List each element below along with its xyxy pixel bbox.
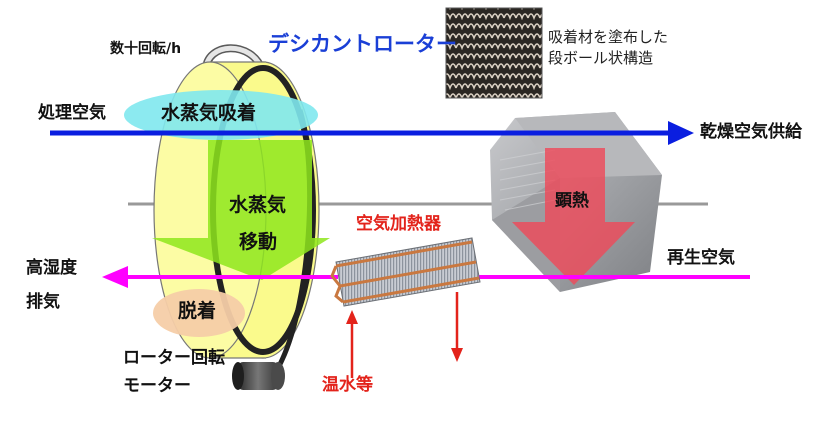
heater-coil-icon xyxy=(330,237,481,307)
vapor-move-label-1: 水蒸気 xyxy=(229,194,287,216)
hot-water-label: 温水等 xyxy=(322,375,373,395)
motor-icon xyxy=(232,362,285,390)
rotor-motor-label-2: モーター xyxy=(123,376,191,396)
desorption-zone xyxy=(153,289,245,337)
dry-air-supply-label: 乾燥空気供給 xyxy=(700,122,802,142)
desorption-label: 脱着 xyxy=(178,300,217,322)
hot-water-out-arrow xyxy=(451,292,463,362)
rotation-speed-label: 数十回転/h xyxy=(110,41,182,57)
vapor-move-label-2: 移動 xyxy=(239,231,278,253)
high-humidity-label-1: 高湿度 xyxy=(26,258,77,278)
process-air-label: 処理空気 xyxy=(38,103,106,123)
vapor-adsorption-label: 水蒸気吸着 xyxy=(161,102,257,124)
rotor-motor-label-1: ローター回転 xyxy=(123,348,225,368)
high-humidity-label-2: 排気 xyxy=(26,292,60,312)
rotor-title: デシカントローター xyxy=(268,32,457,56)
adsorbent-desc-line2: 段ボール状構造 xyxy=(548,49,654,67)
process-air-arrow xyxy=(50,121,694,145)
vapor-movement-arrow xyxy=(152,140,330,280)
adsorbent-desc-line1: 吸着材を塗布した xyxy=(548,28,669,46)
air-heater-label: 空気加熱器 xyxy=(356,214,441,234)
vapor-adsorption-zone xyxy=(124,90,318,140)
adsorbent-photo-icon xyxy=(445,7,543,99)
hot-water-in-arrow xyxy=(346,310,358,378)
sensible-heat-label: 顕熱 xyxy=(555,191,589,211)
sensible-heat-arrow xyxy=(512,148,635,285)
regeneration-air-label: 再生空気 xyxy=(667,248,735,268)
